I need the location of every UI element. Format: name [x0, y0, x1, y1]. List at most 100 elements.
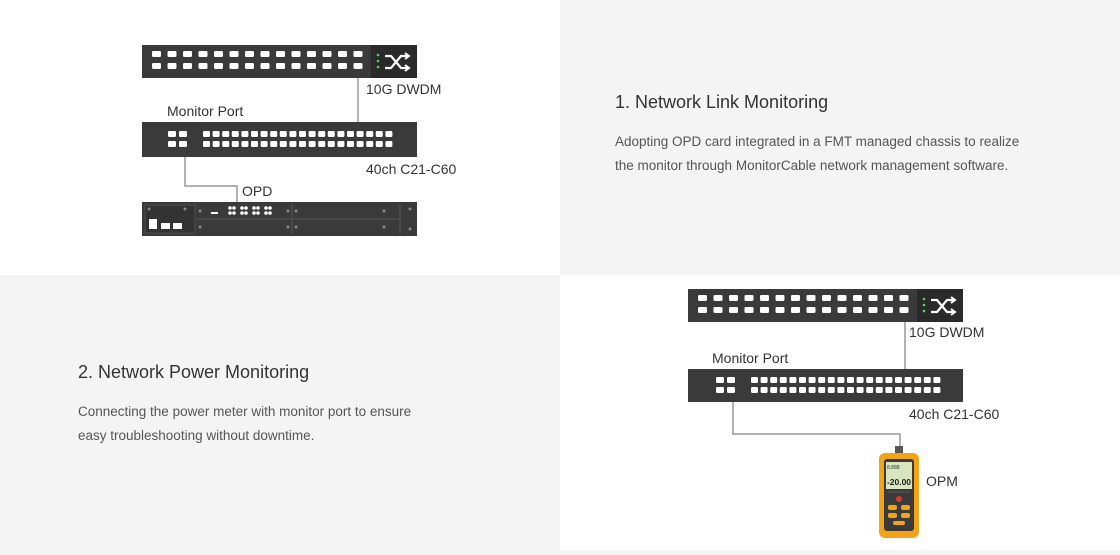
- channel-port: [837, 377, 845, 383]
- channel-port: [318, 141, 326, 147]
- link-monitoring-text-panel: 1. Network Link Monitoring Adopting OPD …: [560, 0, 1120, 275]
- switch-port: [276, 51, 285, 57]
- switch-port: [713, 307, 723, 313]
- channel-port: [847, 387, 854, 393]
- switch-port: [167, 63, 177, 69]
- monitor-port-label: Monitor Port: [167, 103, 243, 119]
- switch-port: [260, 51, 270, 57]
- switch-port: [822, 295, 831, 301]
- monitor-port: [727, 377, 735, 383]
- channel-port: [203, 131, 210, 137]
- channel-port: [337, 131, 345, 137]
- power-monitoring-diagram-panel: 10G DWDM Monitor Port 40ch C21-C60 8.888…: [560, 275, 1120, 550]
- switch-port: [822, 307, 831, 313]
- channel-port: [789, 387, 797, 393]
- mux-40ch: [688, 369, 963, 402]
- switch-port: [837, 295, 847, 301]
- channel-port: [231, 141, 239, 147]
- description-line: Connecting the power meter with monitor …: [78, 404, 412, 419]
- channel-port: [356, 141, 364, 147]
- channel-port: [203, 141, 210, 147]
- channel-port: [241, 131, 249, 137]
- switch-port: [698, 295, 707, 301]
- switch-port: [775, 307, 785, 313]
- channel-port: [260, 131, 268, 137]
- switch-port: [884, 307, 893, 313]
- channel-port: [289, 131, 297, 137]
- opd-port: [264, 211, 268, 215]
- channel-port: [751, 377, 758, 383]
- link-monitoring-diagram: 10G DWDM Monitor Port 40ch C21-C60 OPD: [142, 45, 456, 236]
- section-description: Adopting OPD card integrated in a FMT ma…: [615, 130, 1019, 178]
- switch-port: [791, 307, 800, 313]
- section-heading: 1. Network Link Monitoring: [615, 92, 829, 112]
- channel-port: [904, 387, 912, 393]
- switch-port: [214, 63, 223, 69]
- fmt-chassis: [142, 202, 417, 236]
- channel-port: [299, 141, 306, 147]
- channel-port: [875, 377, 883, 383]
- svg-text:8.888: 8.888: [887, 465, 900, 471]
- power-monitoring-diagram: 10G DWDM Monitor Port 40ch C21-C60 8.888…: [688, 289, 999, 538]
- shuffle-arrows-icon: [922, 296, 957, 316]
- channel-port: [837, 387, 845, 393]
- channel-port: [212, 131, 220, 137]
- channel-port: [827, 377, 835, 383]
- link-monitoring-diagram-panel: 10G DWDM Monitor Port 40ch C21-C60 OPD: [0, 0, 560, 275]
- channel-port: [818, 387, 826, 393]
- channel-port: [866, 387, 874, 393]
- monitor-port-label: Monitor Port: [712, 350, 788, 366]
- switch-port: [853, 307, 862, 313]
- channel-port: [904, 377, 912, 383]
- channel-port: [270, 131, 278, 137]
- channel-port: [270, 141, 278, 147]
- channel-port: [895, 387, 902, 393]
- opd-port: [244, 211, 248, 215]
- switch-port: [229, 63, 239, 69]
- channel-port: [222, 141, 230, 147]
- channel-port: [808, 377, 816, 383]
- channel-port: [933, 387, 941, 393]
- description-line: Adopting OPD card integrated in a FMT ma…: [615, 134, 1020, 149]
- channel-port: [856, 377, 864, 383]
- switch-port: [152, 51, 161, 57]
- monitor-port: [179, 131, 187, 137]
- channel-port: [337, 141, 345, 147]
- channel-port: [895, 377, 902, 383]
- channel-port: [856, 387, 864, 393]
- opd-port: [256, 206, 260, 210]
- switch-port: [183, 63, 192, 69]
- channel-port: [375, 141, 383, 147]
- monitor-port: [168, 141, 176, 147]
- channel-port: [308, 141, 316, 147]
- channel-port: [779, 387, 787, 393]
- switch-port: [291, 63, 301, 69]
- channel-port: [366, 141, 374, 147]
- switch-port: [322, 63, 332, 69]
- channel-port: [366, 131, 374, 137]
- channel-port: [222, 131, 230, 137]
- channel-port: [251, 141, 258, 147]
- switch-port: [307, 51, 316, 57]
- switch-port: [353, 51, 363, 57]
- monitor-port: [727, 387, 735, 393]
- channel-port: [299, 131, 306, 137]
- monitor-port: [716, 387, 724, 393]
- channel-port: [799, 387, 806, 393]
- channel-port: [375, 131, 383, 137]
- switch-port: [245, 51, 254, 57]
- opd-port: [268, 211, 272, 215]
- opd-port: [240, 211, 244, 215]
- monitor-port: [716, 377, 724, 383]
- opd-port: [232, 206, 236, 210]
- channel-port: [751, 387, 758, 393]
- switch-port: [760, 295, 769, 301]
- switch-label: 10G DWDM: [909, 324, 984, 340]
- channel-port: [770, 377, 778, 383]
- section-description: Connecting the power meter with monitor …: [78, 400, 411, 448]
- channel-port: [327, 141, 335, 147]
- channel-port: [279, 141, 287, 147]
- switch-port: [806, 295, 816, 301]
- switch-port: [167, 51, 177, 57]
- description-line: easy troubleshooting without downtime.: [78, 428, 315, 443]
